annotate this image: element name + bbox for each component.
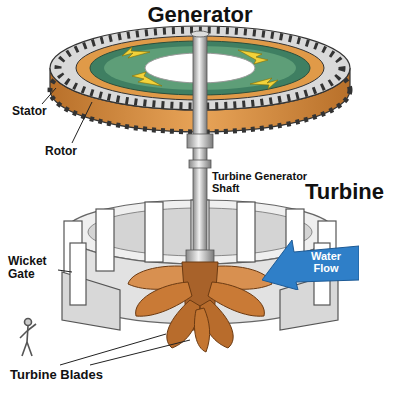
wicket-gate-plate: [145, 202, 163, 262]
shaft-top: [191, 31, 209, 37]
wicket-gate-plate: [96, 209, 114, 271]
part-label: Stator: [12, 105, 47, 118]
flow-label: Water Flow: [300, 250, 352, 274]
wicket-gate-plate: [70, 243, 86, 305]
person-arm: [20, 331, 27, 338]
part-label: Turbine Blades: [10, 368, 103, 382]
person-head: [25, 319, 32, 326]
leader-line: [90, 340, 190, 365]
arrow-body: [262, 240, 359, 290]
scale-person: [20, 319, 36, 357]
section-title: Turbine: [305, 180, 384, 204]
part-label: Turbine Generator Shaft: [212, 170, 308, 194]
rotation-arrow: [122, 47, 150, 58]
water-flow-arrow: Water Flow: [262, 240, 359, 290]
leader-line: [42, 88, 56, 104]
person-leg: [22, 342, 27, 356]
shaft-coupling: [187, 134, 213, 148]
arrow-shape: [262, 240, 359, 290]
part-label: Wicket Gate: [8, 255, 58, 281]
leader-line: [58, 270, 72, 272]
person-body: [27, 326, 28, 342]
part-label: Rotor: [45, 145, 77, 158]
wicket-gate-plate: [237, 202, 255, 262]
turbine-blade: [194, 308, 209, 352]
person-leg: [27, 342, 32, 356]
person-arm: [27, 324, 36, 331]
leader-line: [72, 102, 92, 143]
shaft-coupling: [189, 160, 211, 168]
rotation-arrow: [250, 78, 278, 89]
main-title: Generator: [147, 3, 252, 27]
